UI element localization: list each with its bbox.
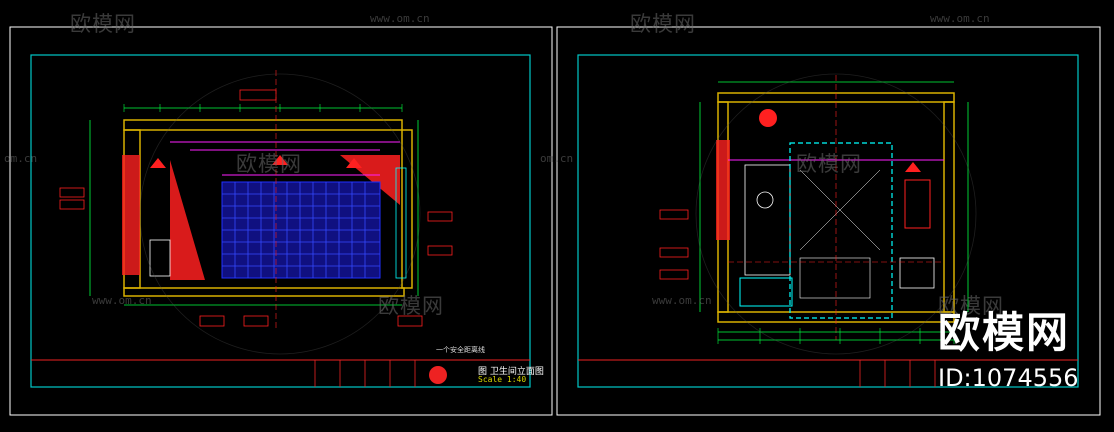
title-symbol: [429, 366, 447, 384]
watermark-brand: 欧模网: [378, 294, 444, 318]
watermark-url: www.om.cn: [92, 294, 152, 307]
sheet-right-border: [556, 26, 1101, 416]
left-elevation: [59, 70, 453, 330]
watermark-url: www.om.cn: [930, 12, 990, 25]
watermark-url: om.cn: [4, 152, 38, 165]
watermark-url: www.om.cn: [370, 12, 430, 25]
drawing-scale: Scale 1:40: [478, 375, 527, 384]
drawing-title: 图 卫生间立面图: [478, 367, 544, 377]
brand-logo: 欧模网: [938, 308, 1071, 357]
drawing-note: 一个安全距离线: [436, 346, 485, 354]
watermark-brand: 欧模网: [938, 294, 1004, 318]
watermark-brand: 欧模网: [236, 152, 302, 176]
watermark-url: om.cn: [540, 152, 574, 165]
model-id: ID:1074556: [938, 364, 1079, 392]
frame-right: [577, 54, 1079, 388]
watermark-brand: 欧模网: [70, 12, 136, 36]
sheet-left-border: [9, 26, 553, 416]
watermark-brand: 欧模网: [796, 152, 862, 176]
right-elevation: [659, 75, 969, 344]
frame-left: [30, 54, 531, 388]
watermark-url: www.om.cn: [652, 294, 712, 307]
watermark-brand: 欧模网: [630, 12, 696, 36]
